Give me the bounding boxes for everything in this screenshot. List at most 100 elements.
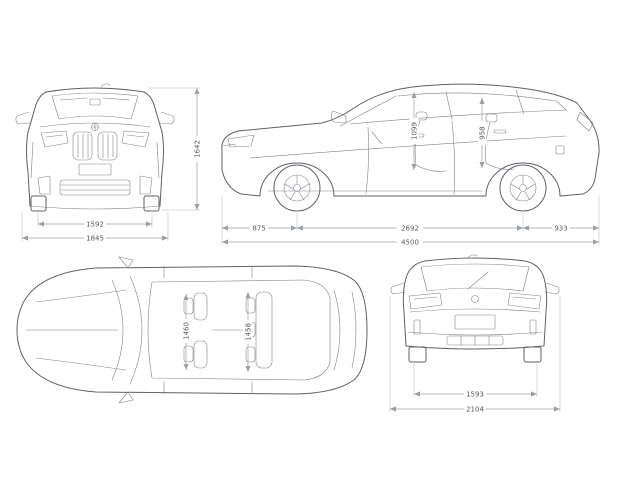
spokes: [510, 174, 536, 201]
mirror-top: [118, 256, 134, 269]
rear-window: [420, 263, 530, 292]
diffuser-fins: [460, 335, 490, 346]
label-bg: [397, 237, 423, 247]
label-bg: [84, 219, 106, 229]
dim-rear-cabin-width: 1458: [245, 323, 253, 341]
front-view: [15, 83, 175, 212]
rear-headrest-right: [245, 346, 256, 363]
hood-shutline: [39, 122, 151, 128]
windshield-arcs: [111, 275, 143, 385]
fender-creases: [30, 141, 160, 179]
taillight-side: [576, 111, 594, 132]
passenger-headrest: [183, 345, 194, 363]
spokes: [284, 174, 310, 201]
hood-creases: [25, 289, 127, 371]
dim-front-overall-width: 1845: [86, 235, 104, 243]
driver-seatback: [193, 292, 208, 321]
driver-headrest: [183, 297, 194, 315]
dim-front-overhang: 875: [252, 225, 265, 233]
beltline: [349, 109, 567, 125]
rear-quarter-glass: [555, 100, 567, 111]
front-bumper-bottom: [29, 205, 161, 210]
side-mirror-right: [159, 111, 175, 125]
c-pillar: [515, 89, 525, 115]
tailgate-line: [409, 308, 541, 313]
rear-seat-cushion: [485, 162, 515, 170]
dim-rear-track: 1593: [466, 391, 484, 399]
label-bg: [464, 389, 486, 399]
nose-grille-line: [222, 144, 237, 147]
dim-wheelbase: 2692: [401, 225, 419, 233]
rear-view: [390, 254, 560, 363]
taillight-left: [408, 292, 443, 310]
reflector-right: [529, 319, 537, 335]
rear-wiper: [467, 271, 489, 290]
steering-column: [371, 131, 383, 145]
roof-glass-outline: [147, 279, 331, 381]
label-bg: [464, 404, 486, 414]
fuel-door: [555, 145, 565, 155]
dim-overall-length: 4500: [401, 239, 419, 247]
rear-bench: [255, 291, 273, 369]
rear-wheel-left: [408, 346, 427, 363]
dim-width-incl-mirrors: 2104: [466, 406, 484, 414]
rear-body-outline: [402, 257, 548, 350]
brand-roundel-icon: [471, 295, 479, 303]
door-shutlines: [365, 120, 455, 195]
character-line: [249, 135, 567, 159]
a-pillar: [339, 95, 397, 127]
headlight-side: [227, 134, 255, 148]
roof-antenna-icon: [467, 254, 478, 259]
mirror-right: [544, 282, 560, 295]
front-body-outline: [26, 87, 164, 207]
headlight-right: [121, 130, 150, 148]
reflector-left: [413, 319, 421, 335]
interior-mirror: [89, 98, 101, 106]
windshield: [51, 92, 139, 120]
rear-headrest-left: [245, 297, 256, 314]
hub: [519, 184, 527, 192]
extension-lines: [221, 196, 600, 245]
grille-slats: [77, 133, 114, 159]
glass-top-line: [397, 92, 557, 102]
side-view: 1099 958: [221, 83, 600, 212]
dim-rear-overhang: 933: [554, 225, 567, 233]
label-bg: [250, 223, 268, 233]
label-bg: [243, 320, 253, 344]
corner-intake-left: [37, 175, 51, 195]
roof-antenna-icon: [100, 83, 111, 88]
passenger-seatback: [193, 340, 208, 369]
headlight-left: [40, 130, 69, 148]
extension-lines: [389, 296, 561, 412]
intake-slats: [60, 184, 130, 191]
b-pillar: [445, 91, 453, 120]
license-plate-front: [78, 163, 112, 176]
label-bg: [181, 319, 191, 343]
rear-window-arc: [333, 289, 341, 371]
front-wheel-left: [30, 195, 47, 212]
bumper-line: [407, 331, 543, 336]
dim-front-cabin-width: 1460: [183, 322, 191, 340]
kidney-grille-left: [72, 131, 93, 161]
label-bg: [397, 223, 423, 233]
dim-front-track: 1592: [86, 221, 104, 229]
extension-lines: [21, 87, 200, 241]
front-wheel: [273, 164, 321, 212]
side-body-outline: [221, 83, 600, 197]
side-mirror-left: [15, 111, 31, 125]
hatch-edge: [351, 291, 357, 369]
front-view-dimensions: 1592 1845 1642: [21, 87, 202, 243]
rear-wheel: [499, 164, 547, 212]
side-view-dimensions: 875 2692 933 4500: [221, 196, 600, 247]
label-bg: [409, 118, 419, 144]
top-body-outline: [16, 265, 368, 395]
sun-visors: [59, 97, 131, 101]
dim-front-headroom: 1099: [411, 122, 419, 140]
rear-view-dimensions: 1593 2104: [389, 296, 561, 414]
label-bg: [192, 136, 202, 162]
corner-intake-right: [139, 175, 153, 195]
rear-wheel-right: [523, 346, 542, 363]
license-plate-rear: [454, 314, 496, 330]
